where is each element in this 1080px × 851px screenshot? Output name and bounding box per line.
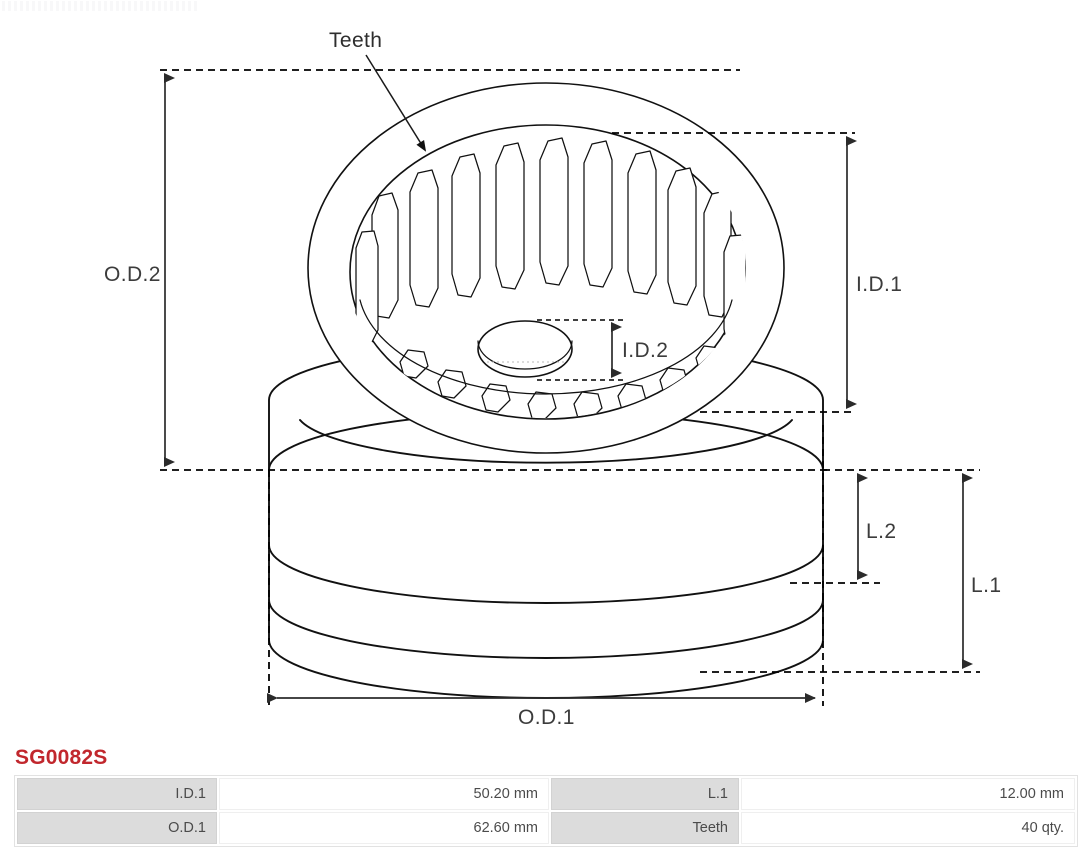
part-technical-drawing: O.D.2 I.D.1 I.D.2 L.2 L.1 O.D.1 Teeth [104,29,1001,729]
dimension-l2: L.2 [857,473,896,580]
spec-value-id1: 50.20 mm [219,778,549,810]
dimension-id2: I.D.2 [611,322,668,378]
spec-value-teeth: 40 qty. [741,812,1075,844]
extension-lines [160,69,980,706]
callout-teeth: Teeth [329,29,427,152]
technical-drawing-panel: O.D.2 I.D.1 I.D.2 L.2 L.1 O.D.1 Teeth [104,29,1001,729]
table-row: O.D.1 62.60 mm Teeth 40 qty. [17,812,1075,844]
dimension-od1: O.D.1 [267,693,816,729]
spec-label-od1: O.D.1 [17,812,217,844]
center-bore [477,320,573,378]
dimension-label-id2: I.D.2 [622,339,668,362]
dimension-label-l2: L.2 [866,520,896,543]
part-info-panel: SG0082S I.D.1 50.20 mm L.1 12.00 mm O.D.… [0,740,1080,851]
callout-label-teeth: Teeth [329,29,382,52]
spec-value-l1: 12.00 mm [741,778,1075,810]
dimension-label-id1: I.D.1 [856,273,902,296]
spec-value-od1: 62.60 mm [219,812,549,844]
part-code: SG0082S [15,746,108,769]
dimension-label-od2: O.D.2 [104,263,161,286]
dimension-l1: L.1 [962,473,1001,669]
top-edge-artifact [2,1,198,11]
spec-label-teeth: Teeth [551,812,739,844]
spec-label-id1: I.D.1 [17,778,217,810]
table-row: I.D.1 50.20 mm L.1 12.00 mm [17,778,1075,810]
gear-bell [307,82,785,454]
dimension-label-od1: O.D.1 [518,706,575,729]
spec-label-l1: L.1 [551,778,739,810]
dimension-id1: I.D.1 [846,136,902,409]
specifications-table: I.D.1 50.20 mm L.1 12.00 mm O.D.1 62.60 … [14,775,1078,847]
dimension-label-l1: L.1 [971,574,1001,597]
dimension-od2: O.D.2 [104,73,175,467]
